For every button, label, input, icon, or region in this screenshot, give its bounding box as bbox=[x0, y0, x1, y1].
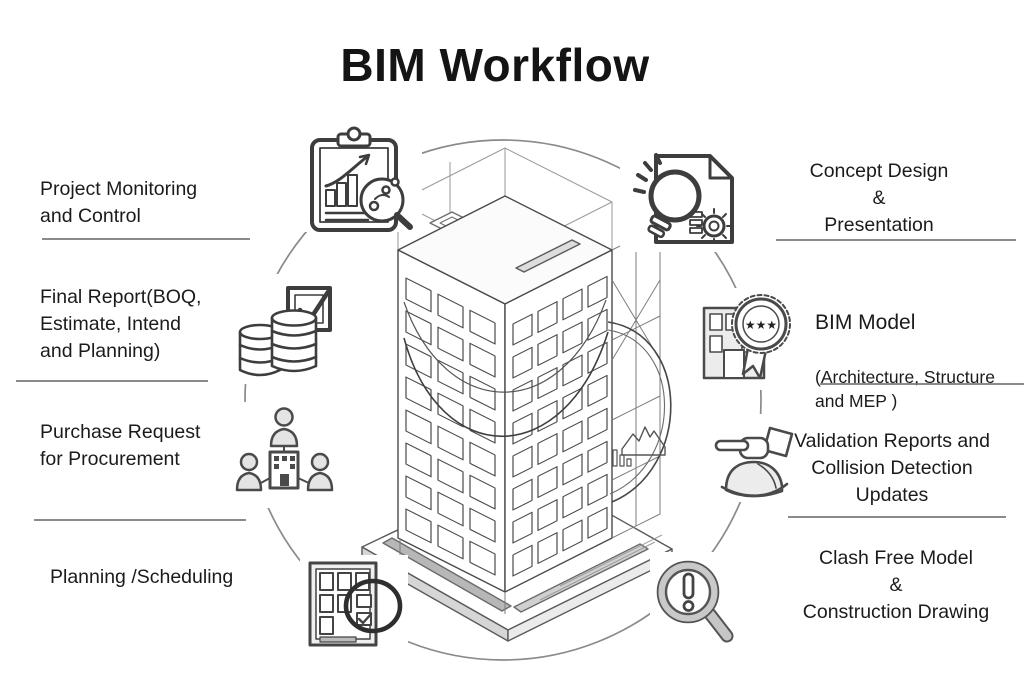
cycle-ring bbox=[244, 139, 762, 661]
clipboard-analytics-icon bbox=[296, 126, 422, 232]
calendar-schedule-icon bbox=[300, 555, 408, 651]
divider-line bbox=[16, 380, 208, 382]
hand-hardhat-icon bbox=[712, 414, 800, 502]
divider-line bbox=[820, 383, 1024, 385]
divider-line bbox=[788, 516, 1006, 518]
divider-line bbox=[34, 519, 246, 521]
coins-checkbox-icon bbox=[232, 274, 338, 384]
label-project-monitoring: Project Monitoring and Control bbox=[40, 178, 198, 227]
label-final-report: Final Report(BOQ, Estimate, Intend and P… bbox=[40, 286, 202, 362]
divider-line bbox=[42, 238, 250, 240]
label-validation-reports: Validation Reports and Collision Detecti… bbox=[794, 430, 990, 506]
idea-document-icon bbox=[620, 140, 746, 252]
label-purchase-request: Purchase Request for Procurement bbox=[40, 421, 201, 470]
label-bim-model: BIM Model (Architecture, Structure and M… bbox=[815, 282, 1024, 440]
building-illustration bbox=[361, 147, 673, 642]
label-concept-design: Concept Design & Presentation bbox=[809, 160, 949, 236]
magnifier-alert-icon bbox=[650, 552, 738, 650]
label-clash-free-model: Clash Free Model & Construction Drawing bbox=[802, 547, 990, 623]
page-title: BIM Workflow bbox=[340, 39, 650, 91]
bim-model-title: BIM Model bbox=[815, 310, 916, 334]
team-orgchart-icon bbox=[232, 402, 338, 508]
bim-model-subtitle: (Architecture, Structure and MEP ) bbox=[815, 366, 995, 411]
divider-line bbox=[776, 239, 1016, 241]
label-planning-scheduling: Planning /Scheduling bbox=[50, 566, 234, 588]
badge-stars: ★★★ bbox=[745, 318, 777, 332]
building-badge-icon: ★★★ bbox=[698, 288, 796, 390]
